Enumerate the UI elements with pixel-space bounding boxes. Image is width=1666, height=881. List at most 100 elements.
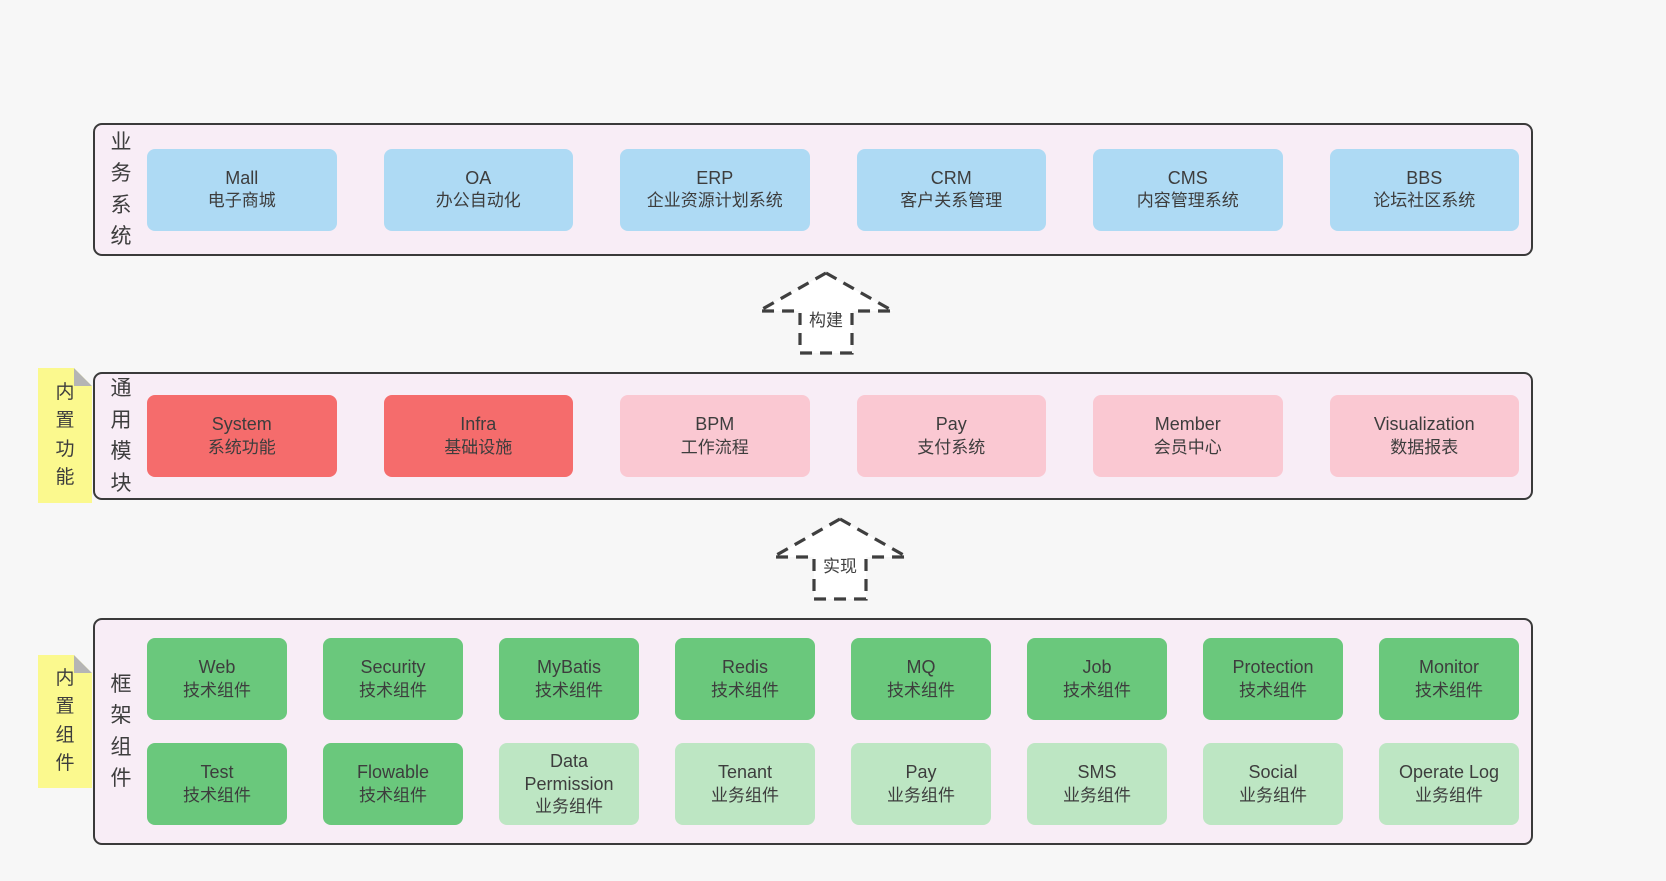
module-box-member: Member 会员中心 xyxy=(1093,395,1283,477)
common-modules-side-label: 通用模块 xyxy=(95,374,147,498)
box-name: Redis xyxy=(721,657,769,678)
system-box-oa: OA 办公自动化 xyxy=(383,148,573,231)
module-box-bpm: BPM 工作流程 xyxy=(620,395,810,477)
component-box-mq: MQ 技术组件 xyxy=(851,638,991,720)
box-desc: 业务组件 xyxy=(887,785,955,805)
component-box-protection: Protection 技术组件 xyxy=(1203,638,1343,720)
system-box-crm: CRM 客户关系管理 xyxy=(856,148,1046,231)
component-box-data-permission: Data Permission 业务组件 xyxy=(499,743,639,825)
box-desc: 技术组件 xyxy=(887,680,955,700)
component-box-monitor: Monitor 技术组件 xyxy=(1379,638,1519,720)
framework-components-band: 框架组件 Web 技术组件 Security 技术组件 MyBatis 技术组件… xyxy=(93,618,1533,845)
box-desc: 技术组件 xyxy=(535,680,603,700)
component-box-redis: Redis 技术组件 xyxy=(675,638,815,720)
component-box-social: Social 业务组件 xyxy=(1203,743,1343,825)
common-modules-boxes: System 系统功能 Infra 基础设施 BPM 工作流程 Pay 支付系统… xyxy=(147,374,1519,498)
box-desc: 技术组件 xyxy=(359,680,427,700)
box-name: Web xyxy=(198,657,236,678)
box-name: Pay xyxy=(905,762,937,783)
component-box-mybatis: MyBatis 技术组件 xyxy=(499,638,639,720)
build-arrow: 构建 xyxy=(756,270,896,356)
box-desc: 技术组件 xyxy=(183,680,251,700)
built-in-features-note-text: 内置功能 xyxy=(55,381,75,488)
business-systems-band: 业务系统 Mall 电子商城 OA 办公自动化 ERP 企业资源计划系统 CRM… xyxy=(93,123,1533,256)
box-desc: 业务组件 xyxy=(1239,785,1307,805)
box-desc: 数据报表 xyxy=(1390,437,1459,457)
component-box-job: Job 技术组件 xyxy=(1027,638,1167,720)
box-desc: 技术组件 xyxy=(1239,680,1307,700)
box-desc: 支付系统 xyxy=(917,437,986,457)
framework-components-boxes: Web 技术组件 Security 技术组件 MyBatis 技术组件 Redi… xyxy=(147,620,1519,843)
build-arrow-label: 构建 xyxy=(805,306,847,331)
box-name: Monitor xyxy=(1418,657,1480,678)
box-name: Test xyxy=(200,762,234,783)
built-in-components-note: 内置组件 xyxy=(38,655,92,788)
business-systems-side-label-text: 业务系统 xyxy=(110,130,132,249)
box-name: MyBatis xyxy=(536,657,601,678)
component-box-test: Test 技术组件 xyxy=(147,743,287,825)
box-name: Social xyxy=(1248,762,1298,783)
component-box-operate-log: Operate Log 业务组件 xyxy=(1379,743,1519,825)
box-name: CMS xyxy=(1167,167,1208,188)
box-desc: 内容管理系统 xyxy=(1136,191,1239,211)
box-desc: 业务组件 xyxy=(1063,785,1131,805)
box-desc: 论坛社区系统 xyxy=(1373,191,1476,211)
built-in-components-note-text: 内置组件 xyxy=(55,667,75,774)
box-desc: 技术组件 xyxy=(183,785,251,805)
component-box-pay: Pay 业务组件 xyxy=(851,743,991,825)
box-name: Visualization xyxy=(1373,414,1475,435)
common-modules-side-label-text: 通用模块 xyxy=(110,377,132,495)
box-name: Member xyxy=(1154,414,1221,435)
business-systems-side-label: 业务系统 xyxy=(95,125,147,254)
module-box-pay: Pay 支付系统 xyxy=(856,395,1046,477)
box-desc: 业务组件 xyxy=(1415,785,1483,805)
box-name: System xyxy=(211,414,272,435)
system-box-mall: Mall 电子商城 xyxy=(147,148,337,231)
module-box-infra: Infra 基础设施 xyxy=(383,395,573,477)
box-desc: 技术组件 xyxy=(1415,680,1483,700)
box-name: MQ xyxy=(906,657,936,678)
box-desc: 业务组件 xyxy=(711,785,779,805)
box-desc: 客户关系管理 xyxy=(900,191,1003,211)
box-name: CRM xyxy=(930,167,972,188)
box-desc: 工作流程 xyxy=(680,437,749,457)
framework-components-row-1: Web 技术组件 Security 技术组件 MyBatis 技术组件 Redi… xyxy=(147,638,1519,720)
box-name: BBS xyxy=(1406,167,1443,188)
box-name: OA xyxy=(465,167,492,188)
implement-arrow: 实现 xyxy=(770,516,910,602)
box-name: SMS xyxy=(1077,762,1117,783)
box-desc: 电子商城 xyxy=(207,191,276,211)
system-box-bbs: BBS 论坛社区系统 xyxy=(1329,148,1519,231)
box-name: Flowable xyxy=(356,762,430,783)
box-name: BPM xyxy=(695,414,735,435)
box-desc: 企业资源计划系统 xyxy=(646,191,783,211)
box-name: Security xyxy=(360,657,426,678)
box-name: Tenant xyxy=(717,762,773,783)
box-desc: 技术组件 xyxy=(711,680,779,700)
framework-components-side-label-text: 框架组件 xyxy=(110,672,132,791)
box-desc: 办公自动化 xyxy=(435,191,521,211)
framework-components-side-label: 框架组件 xyxy=(95,620,147,843)
component-box-sms: SMS 业务组件 xyxy=(1027,743,1167,825)
box-name: Pay xyxy=(935,414,967,435)
component-box-tenant: Tenant 业务组件 xyxy=(675,743,815,825)
component-box-flowable: Flowable 技术组件 xyxy=(323,743,463,825)
common-modules-band: 通用模块 System 系统功能 Infra 基础设施 BPM 工作流程 Pay… xyxy=(93,372,1533,500)
box-name: Operate Log xyxy=(1398,762,1500,783)
system-box-cms: CMS 内容管理系统 xyxy=(1093,148,1283,231)
box-desc: 基础设施 xyxy=(444,437,513,457)
box-desc: 系统功能 xyxy=(207,437,276,457)
module-box-visualization: Visualization 数据报表 xyxy=(1329,395,1519,477)
module-box-system: System 系统功能 xyxy=(147,395,337,477)
box-name: Infra xyxy=(460,414,497,435)
built-in-features-note: 内置功能 xyxy=(38,368,92,503)
system-box-erp: ERP 企业资源计划系统 xyxy=(620,148,810,231)
component-box-security: Security 技术组件 xyxy=(323,638,463,720)
box-desc: 技术组件 xyxy=(1063,680,1131,700)
box-name: Protection xyxy=(1232,657,1314,678)
box-name: Job xyxy=(1082,657,1112,678)
box-name: Data Permission xyxy=(524,750,614,794)
component-box-web: Web 技术组件 xyxy=(147,638,287,720)
box-name: ERP xyxy=(696,167,734,188)
